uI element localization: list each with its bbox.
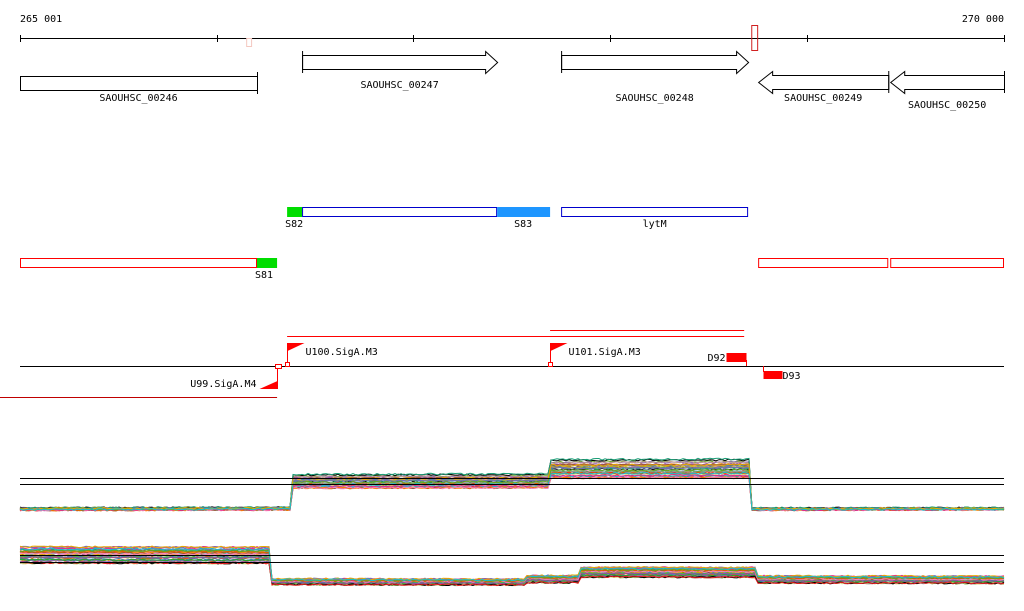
- expression-series-line: [19, 460, 1005, 510]
- ruler-start-label: 265 001: [20, 14, 62, 25]
- expression-series-line: [19, 466, 1005, 511]
- terminator-box[interactable]: [726, 353, 747, 362]
- expression-series-line: [19, 547, 1005, 582]
- segment-label: S82: [285, 219, 303, 230]
- gene-label: SAOUHSC_00246: [99, 93, 177, 104]
- gene-box[interactable]: [20, 76, 258, 91]
- promoter-label: U100.SigA.M3: [306, 347, 378, 358]
- terminator-box[interactable]: [763, 371, 783, 379]
- segment-label: S81: [255, 270, 273, 281]
- gene-arrow-reverse[interactable]: [889, 70, 1005, 95]
- promoter-flag-icon[interactable]: [550, 343, 568, 351]
- promoter-site: [548, 362, 553, 367]
- segment[interactable]: [20, 258, 257, 268]
- promoter-site: [275, 364, 282, 369]
- promoter-label: U99.SigA.M4: [190, 379, 256, 390]
- promoter-flag-icon[interactable]: [259, 381, 278, 389]
- terminator-label: D92: [707, 353, 725, 364]
- segment[interactable]: [302, 207, 498, 217]
- promoter-label: U101.SigA.M3: [569, 347, 641, 358]
- segment[interactable]: [497, 207, 551, 217]
- faint-marker[interactable]: [246, 38, 253, 47]
- gene-arrow-reverse[interactable]: [757, 70, 890, 95]
- selection-marker[interactable]: [751, 25, 759, 51]
- expression-series-line: [19, 556, 1005, 585]
- gene-label: SAOUHSC_00249: [784, 93, 862, 104]
- promoter-site: [285, 362, 290, 367]
- gene-arrow-forward[interactable]: [302, 50, 499, 75]
- segment[interactable]: [758, 258, 889, 268]
- gene-label: SAOUHSC_00248: [615, 93, 693, 104]
- gene-label: SAOUHSC_00247: [360, 80, 438, 91]
- segment-label: lytM: [643, 219, 667, 230]
- gene-arrow-forward[interactable]: [561, 50, 750, 75]
- segment-label: S83: [514, 219, 532, 230]
- promoter-flag-icon[interactable]: [287, 343, 305, 351]
- segment[interactable]: [287, 207, 303, 217]
- gene-label: SAOUHSC_00250: [908, 100, 986, 111]
- segment[interactable]: [256, 258, 278, 268]
- ruler-end-label: 270 000: [962, 14, 1004, 25]
- segment[interactable]: [890, 258, 1005, 268]
- segment[interactable]: [561, 207, 749, 217]
- terminator-label: D93: [783, 371, 801, 382]
